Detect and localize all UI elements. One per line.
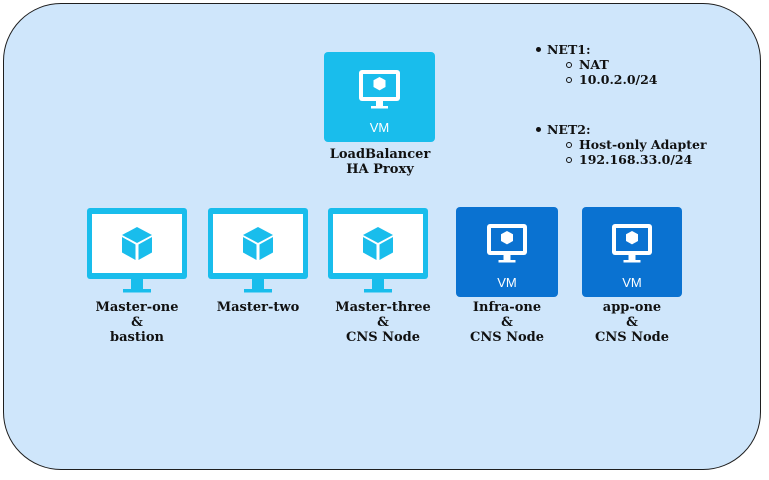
app-one-vm[interactable]: VM [582,207,682,297]
master-two-label: Master-two [216,300,300,315]
vm-text: VM [497,275,517,290]
net2-subnet: 192.168.33.0/24 [579,152,693,167]
monitor-icon [359,70,400,109]
monitor-icon [487,224,527,263]
app-one-label: app-one & CNS Node [594,300,670,345]
cube-icon [243,227,273,260]
cube-icon [122,227,152,260]
net1-block: NET1: NAT 10.0.2.0/24 [536,42,658,87]
circle-bullet-icon [566,61,572,68]
loadbalancer-vm[interactable]: VM [324,52,435,142]
loadbalancer-label: LoadBalancer HA Proxy [329,147,431,177]
circle-bullet-icon [566,156,572,163]
monitor-icon [612,224,652,263]
net2-type: Host-only Adapter [579,137,707,152]
master-one-monitor[interactable] [86,207,188,301]
bullet-icon [536,127,541,132]
net1-name: NET1: [547,42,591,57]
circle-bullet-icon [566,141,572,148]
vm-text: VM [369,120,390,135]
net2-block: NET2: Host-only Adapter 192.168.33.0/24 [536,122,707,167]
master-three-monitor[interactable] [327,207,429,301]
net2-name: NET2: [547,122,591,137]
circle-bullet-icon [566,76,572,83]
net1-subnet: 10.0.2.0/24 [579,72,658,87]
master-two-monitor[interactable] [207,207,309,301]
vm-text: VM [622,275,642,290]
net1-type: NAT [579,57,609,72]
master-three-label: Master-three & CNS Node [335,300,431,345]
cube-icon [363,227,393,260]
infra-one-label: Infra-one & CNS Node [469,300,545,345]
bullet-icon [536,47,541,52]
master-one-label: Master-one & bastion [95,300,179,345]
infra-one-vm[interactable]: VM [456,207,558,297]
